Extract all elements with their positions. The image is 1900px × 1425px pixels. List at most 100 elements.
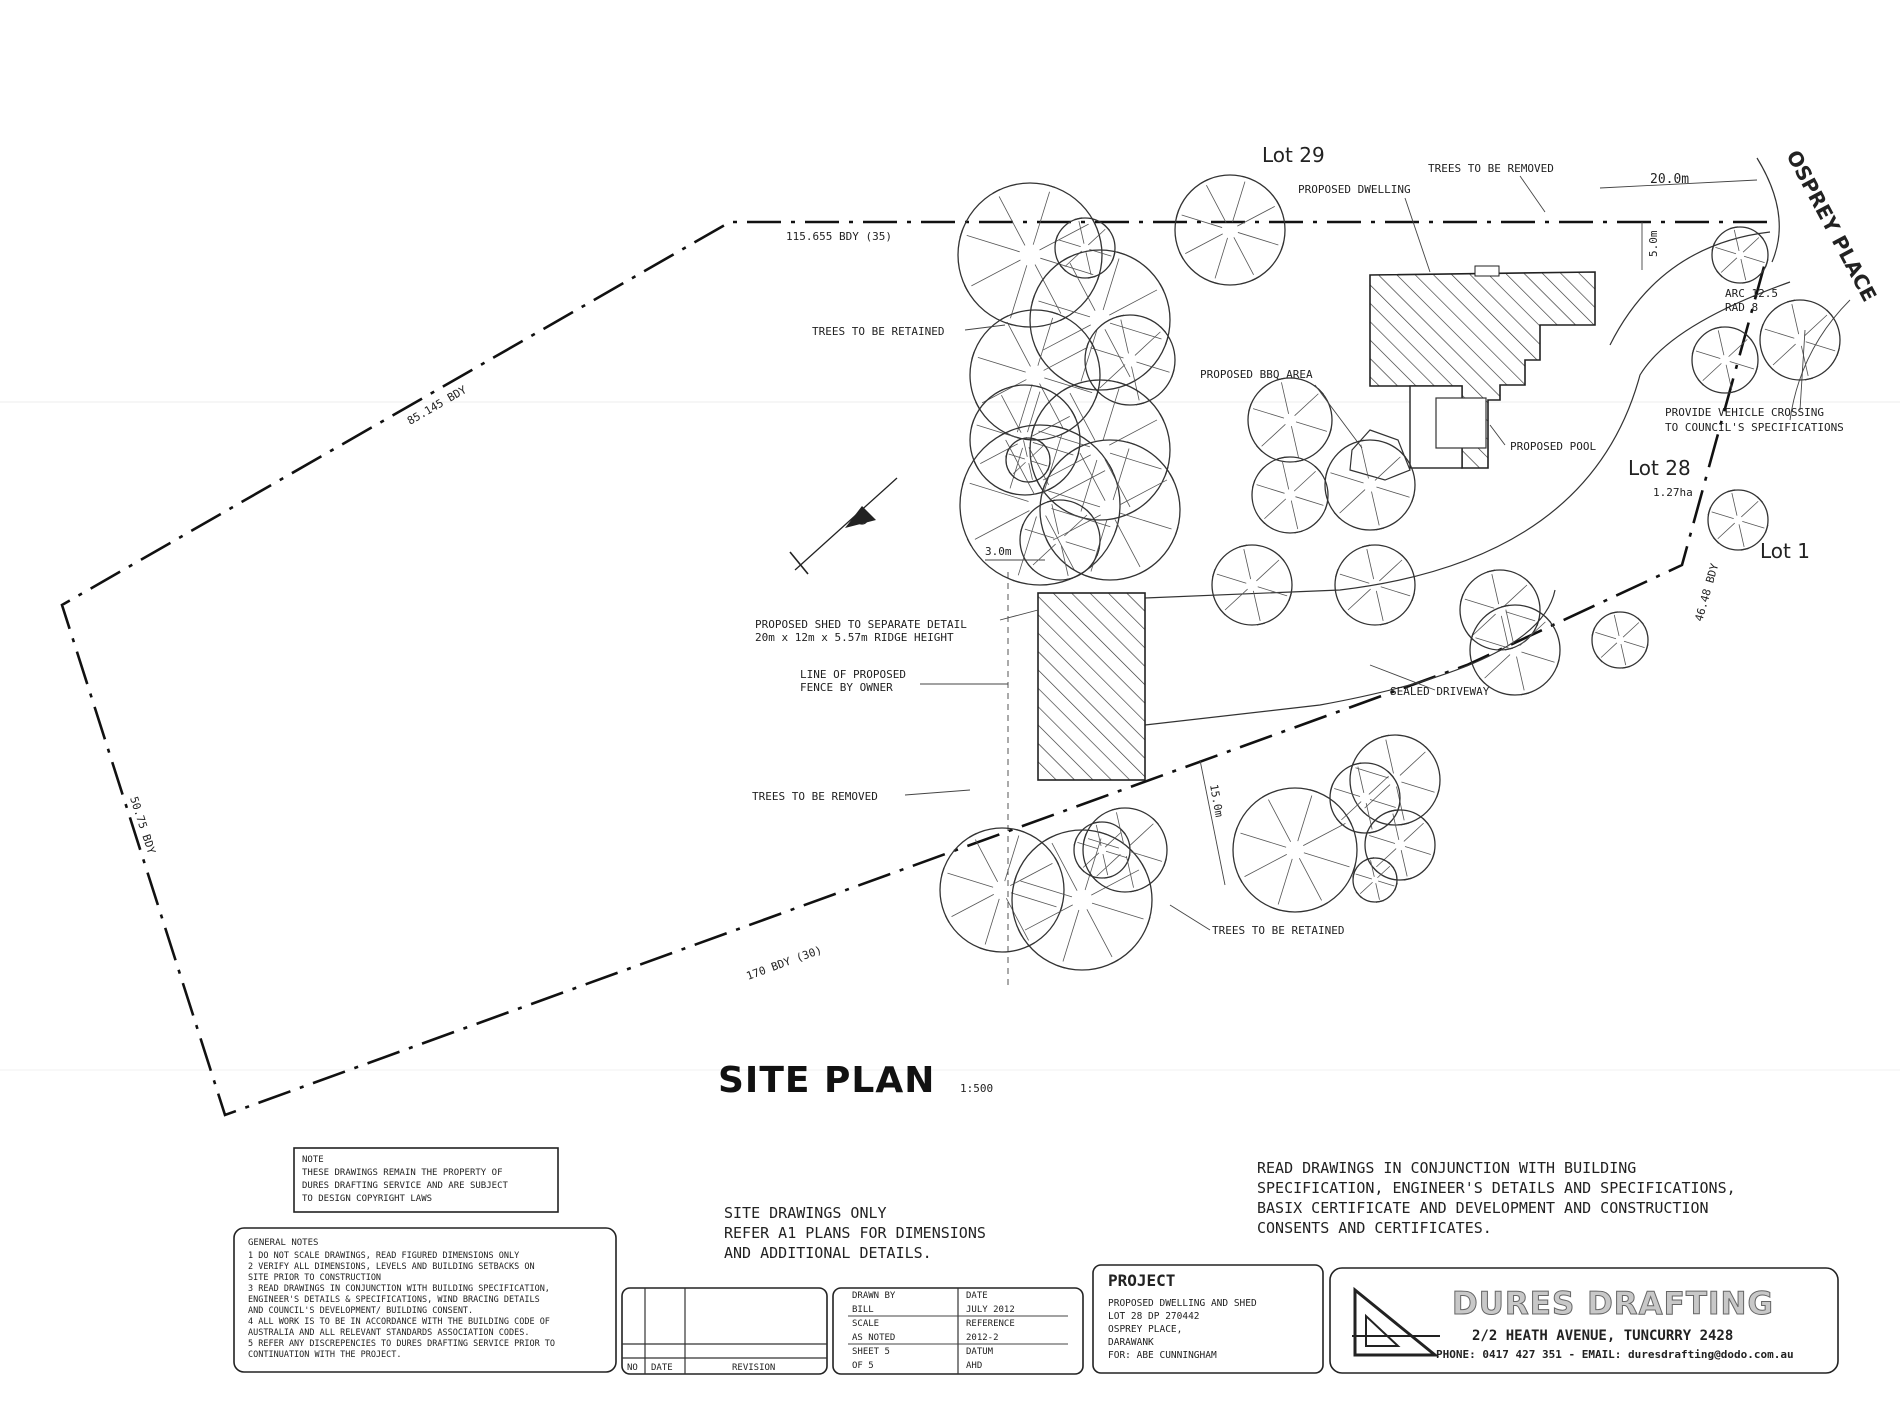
set-square-logo-icon [1352, 1286, 1440, 1357]
revision-table: NO DATE REVISION [621, 1287, 828, 1375]
svg-text:AUSTRALIA AND ALL RELEVANT STA: AUSTRALIA AND ALL RELEVANT STANDARDS ASS… [248, 1328, 529, 1338]
svg-text:OF 5: OF 5 [852, 1361, 874, 1371]
lot-28-label: Lot 28 [1628, 456, 1691, 480]
svg-text:REFERENCE: REFERENCE [966, 1319, 1015, 1329]
bbq-area [1349, 429, 1411, 481]
tree-icon [1707, 489, 1769, 551]
site-drawings-note: SITE DRAWINGS ONLY REFER A1 PLANS FOR DI… [724, 1204, 986, 1262]
svg-text:DARAWANK: DARAWANK [1108, 1337, 1154, 1348]
lot-29-label: Lot 29 [1262, 143, 1325, 167]
tree-icon [1329, 762, 1401, 834]
tree-icon [1251, 456, 1329, 534]
street-kerb [1789, 299, 1851, 421]
tree-icon [1459, 569, 1541, 651]
tree-icon [939, 827, 1065, 953]
tree-icon [1364, 809, 1436, 881]
svg-text:DATE: DATE [651, 1363, 673, 1373]
general-notes: GENERAL NOTES 1 DO NOT SCALE DRAWINGS, R… [248, 1238, 555, 1360]
svg-text:DURES DRAFTING SERVICE AND ARE: DURES DRAFTING SERVICE AND ARE SUBJECT [302, 1181, 508, 1191]
proposed-pool-label: PROPOSED POOL [1510, 440, 1596, 453]
property-boundary [60, 220, 1767, 1117]
svg-text:BASIX CERTIFICATE AND DEVELOPM: BASIX CERTIFICATE AND DEVELOPMENT AND CO… [1257, 1199, 1709, 1217]
tree-icon [1469, 604, 1561, 696]
company-address: 2/2 HEATH AVENUE, TUNCURRY 2428 [1472, 1328, 1733, 1344]
svg-text:DATE: DATE [966, 1291, 988, 1301]
crossing-curve [1609, 231, 1771, 346]
read-drawings-note: READ DRAWINGS IN CONJUNCTION WITH BUILDI… [1257, 1159, 1736, 1237]
trees-removed-top-label: TREES TO BE REMOVED [1428, 162, 1554, 175]
tree-icon [1005, 437, 1051, 483]
svg-text:SITE PRIOR TO CONSTRUCTION: SITE PRIOR TO CONSTRUCTION [248, 1273, 381, 1283]
tree-icon [1084, 314, 1176, 406]
shed-label-2: 20m x 12m x 5.57m RIDGE HEIGHT [755, 631, 954, 644]
svg-text:AS NOTED: AS NOTED [852, 1333, 895, 1343]
svg-text:4 ALL WORK IS TO BE IN ACCORD: 4 ALL WORK IS TO BE IN ACCORDANCE WITH T… [248, 1317, 550, 1327]
drawing-info-table: DRAWN BY BILL DATE JULY 2012 SCALE AS NO… [832, 1287, 1084, 1375]
svg-text:FOR: ABE CUNNINGHAM: FOR: ABE CUNNINGHAM [1108, 1350, 1217, 1361]
bbq-area-label: PROPOSED BBQ AREA [1200, 368, 1313, 381]
tree-icon [1759, 299, 1841, 381]
north-arrow-icon [789, 477, 898, 575]
tree-icon [1011, 829, 1153, 971]
proposed-dwelling-label: PROPOSED DWELLING [1298, 183, 1411, 196]
driveway-edge-north [1144, 281, 1791, 599]
tree-icon [1247, 377, 1333, 463]
tree-icon [1691, 326, 1759, 394]
svg-text:READ DRAWINGS IN CONJUNCTION W: READ DRAWINGS IN CONJUNCTION WITH BUILDI… [1257, 1159, 1636, 1177]
tree-icon [1711, 226, 1769, 284]
northwest-boundary-label: 85.145 BDY [405, 383, 469, 428]
svg-text:1 DO NOT SCALE DRAWINGS, READ: 1 DO NOT SCALE DRAWINGS, READ FIGURED DI… [248, 1251, 519, 1261]
trees-retained-bottom-label: TREES TO BE RETAINED [1212, 924, 1344, 937]
svg-text:OSPREY PLACE,: OSPREY PLACE, [1108, 1324, 1182, 1335]
svg-text:THESE DRAWINGS REMAIN THE PROP: THESE DRAWINGS REMAIN THE PROPERTY OF [302, 1168, 502, 1178]
side-setback-dim: 5.0m [1647, 230, 1660, 257]
sealed-driveway-label: SEALED DRIVEWAY [1390, 685, 1490, 698]
tree-icon [1054, 217, 1116, 279]
svg-text:REFER A1 PLANS FOR DIMENSIONS: REFER A1 PLANS FOR DIMENSIONS [724, 1224, 986, 1242]
svg-text:2 VERIFY ALL DIMENSIONS, LEVE: 2 VERIFY ALL DIMENSIONS, LEVELS AND BUIL… [248, 1262, 535, 1272]
lot-1-label: Lot 1 [1760, 539, 1810, 563]
north-boundary-label: 115.655 BDY (35) [786, 230, 892, 243]
tree-icon [1232, 787, 1358, 913]
svg-text:AND ADDITIONAL DETAILS.: AND ADDITIONAL DETAILS. [724, 1244, 932, 1262]
tree-icon [1082, 807, 1168, 893]
trees-retained-top-label: TREES TO BE RETAINED [812, 325, 944, 338]
proposed-pool [1435, 397, 1487, 449]
tree-icon [957, 182, 1103, 328]
svg-text:NOTE: NOTE [302, 1155, 324, 1165]
arc-dim: ARC 12.5 [1725, 287, 1778, 300]
svg-text:PROPOSED DWELLING AND SHED: PROPOSED DWELLING AND SHED [1108, 1298, 1257, 1309]
svg-text:LOT 28 DP 270442: LOT 28 DP 270442 [1108, 1311, 1200, 1322]
company-contact: PHONE: 0417 427 351 - EMAIL: duresdrafti… [1436, 1348, 1794, 1361]
south-setback-dim: 15.0m [1207, 783, 1226, 818]
proposed-shed [1037, 592, 1146, 781]
general-notes-box [233, 1227, 617, 1373]
lot-28-area: 1.27ha [1653, 486, 1693, 499]
tree-icon [1039, 439, 1181, 581]
copyright-note-box [293, 1147, 559, 1213]
svg-text:SITE DRAWINGS ONLY: SITE DRAWINGS ONLY [724, 1204, 887, 1222]
front-setback-dim: 20.0m [1650, 172, 1689, 187]
svg-text:JULY 2012: JULY 2012 [966, 1305, 1015, 1315]
svg-text:GENERAL NOTES: GENERAL NOTES [248, 1238, 318, 1248]
svg-text:SPECIFICATION, ENGINEER'S DETA: SPECIFICATION, ENGINEER'S DETAILS AND SP… [1257, 1179, 1736, 1197]
project-box: PROJECT PROPOSED DWELLING AND SHED LOT 2… [1092, 1264, 1324, 1374]
east-boundary-label: 46.48 BDY [1692, 562, 1721, 623]
trees-layer [939, 174, 1841, 971]
svg-text:BILL: BILL [852, 1305, 874, 1315]
tree-icon [1019, 499, 1101, 581]
street-label: OSPREY PLACE [1782, 146, 1882, 305]
company-name: DURES DRAFTING [1452, 1286, 1774, 1322]
svg-text:SCALE: SCALE [852, 1319, 879, 1329]
tree-icon [1174, 174, 1286, 286]
rad-dim: RAD 8 [1725, 301, 1758, 314]
svg-text:PROJECT: PROJECT [1108, 1271, 1175, 1290]
trees-removed-bottom-label: TREES TO BE REMOVED [752, 790, 878, 803]
svg-text:AHD: AHD [966, 1361, 982, 1371]
svg-text:2012-2: 2012-2 [966, 1333, 999, 1343]
fence-label-1: LINE OF PROPOSED [800, 668, 906, 681]
tree-icon [1591, 611, 1649, 669]
south-boundary-label: 170 BDY (30) [745, 943, 824, 982]
tree-icon [1029, 249, 1171, 391]
